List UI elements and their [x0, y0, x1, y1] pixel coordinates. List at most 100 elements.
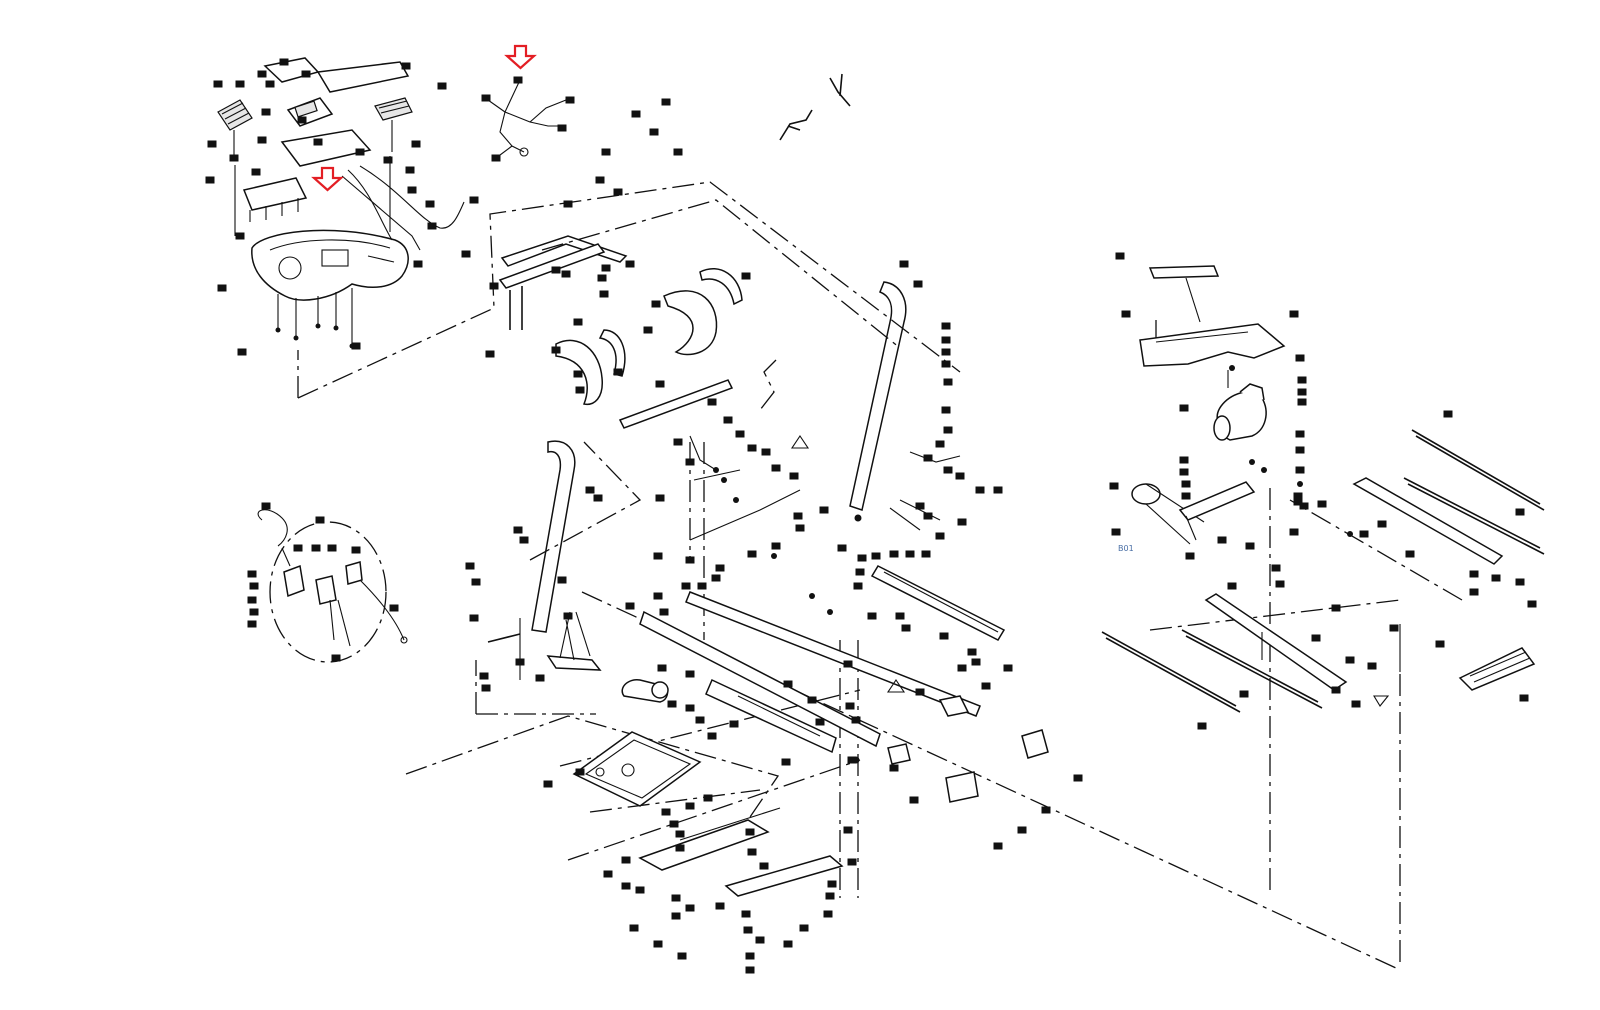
- callout-tag: [943, 426, 953, 434]
- callout-tag: [635, 886, 645, 894]
- callout-tag: [1271, 564, 1281, 572]
- callout-tag: [935, 532, 945, 540]
- base-frame-assembly: [572, 435, 1049, 897]
- callout-tag: [783, 680, 793, 688]
- callout-tag: [513, 526, 523, 534]
- callout-tag: [485, 350, 495, 358]
- callout-tag: [1491, 574, 1501, 582]
- callout-tag: [943, 466, 953, 474]
- callout-tag: [747, 444, 757, 452]
- callout-tag: [413, 260, 423, 268]
- callout-tag: [311, 544, 321, 552]
- callout-tag: [745, 828, 755, 836]
- callout-tag: [515, 658, 525, 666]
- callout-tag: [741, 910, 751, 918]
- callout-tag: [819, 506, 829, 514]
- callout-tag: [823, 910, 833, 918]
- callout-tag: [1359, 530, 1369, 538]
- callout-tag: [1331, 604, 1341, 612]
- callout-tag: [401, 62, 411, 70]
- callout-tag: [915, 688, 925, 696]
- callout-tag: [1405, 550, 1415, 558]
- callout-tag: [1017, 826, 1027, 834]
- callout-tags: [205, 58, 1537, 974]
- callout-tag: [469, 614, 479, 622]
- power-entry-assembly: [257, 509, 408, 663]
- callout-tag: [715, 902, 725, 910]
- callout-tag: [1181, 480, 1191, 488]
- callout-tag: [313, 138, 323, 146]
- callout-tag: [1121, 310, 1131, 318]
- callout-tag: [827, 880, 837, 888]
- callout-tag: [743, 926, 753, 934]
- callout-tag: [629, 924, 639, 932]
- callout-tag: [593, 494, 603, 502]
- callout-tag: [761, 448, 771, 456]
- callout-tag: [905, 550, 915, 558]
- callout-tag: [1275, 580, 1285, 588]
- callout-tag: [573, 318, 583, 326]
- callout-tag: [675, 830, 685, 838]
- callout-tag: [249, 608, 259, 616]
- callout-tag: [1293, 492, 1303, 500]
- callout-tag: [655, 380, 665, 388]
- callout-tag: [695, 716, 705, 724]
- callout-tag: [1109, 482, 1119, 490]
- callout-tag: [217, 284, 227, 292]
- callout-tag: [943, 378, 953, 386]
- callout-tag: [247, 596, 257, 604]
- callout-tag: [1293, 498, 1303, 506]
- callout-tag: [461, 250, 471, 258]
- callout-tag: [351, 546, 361, 554]
- callout-tag: [1297, 398, 1307, 406]
- callout-tag: [235, 232, 245, 240]
- callout-tag: [247, 570, 257, 578]
- callout-tag: [941, 360, 951, 368]
- callout-tag: [1345, 656, 1355, 664]
- callout-tag: [585, 486, 595, 494]
- callout-tag: [1295, 466, 1305, 474]
- callout-tag: [667, 700, 677, 708]
- callout-tag: [213, 80, 223, 88]
- callout-tag: [1289, 310, 1299, 318]
- callout-tag: [1245, 542, 1255, 550]
- assembly-guide-lines: [297, 181, 1463, 969]
- callout-tag: [479, 672, 489, 680]
- callout-tag: [561, 270, 571, 278]
- callout-tag: [573, 370, 583, 378]
- callout-tag: [251, 168, 261, 176]
- callout-tag: [671, 912, 681, 920]
- small-label-b01: B01: [1118, 544, 1134, 553]
- callout-tag: [481, 684, 491, 692]
- callout-tag: [837, 544, 847, 552]
- callout-tag: [843, 660, 853, 668]
- callout-tag: [261, 502, 271, 510]
- callout-tag: [741, 272, 751, 280]
- red-marker-arrow-console: [311, 166, 344, 192]
- callout-tag: [1115, 252, 1125, 260]
- deck-motor-assembly: [1101, 265, 1545, 713]
- callout-tag: [941, 322, 951, 330]
- callout-tag: [913, 280, 923, 288]
- callout-tag: [513, 76, 523, 84]
- callout-tag: [301, 70, 311, 78]
- callout-tag: [1299, 502, 1309, 510]
- callout-tag: [437, 82, 447, 90]
- callout-tag: [389, 604, 399, 612]
- callout-tag: [941, 348, 951, 356]
- callout-tag: [697, 582, 707, 590]
- callout-tag: [673, 438, 683, 446]
- callout-tag: [707, 398, 717, 406]
- callout-tag: [967, 648, 977, 656]
- callout-tag: [1181, 492, 1191, 500]
- callout-tag: [707, 732, 717, 740]
- callout-tag: [297, 116, 307, 124]
- callout-tag: [729, 720, 739, 728]
- callout-tag: [783, 940, 793, 948]
- callout-tag: [1179, 404, 1189, 412]
- callout-tag: [257, 136, 267, 144]
- handlebar-frame-assembly: [487, 235, 907, 680]
- callout-tag: [781, 758, 791, 766]
- callout-tag: [1297, 388, 1307, 396]
